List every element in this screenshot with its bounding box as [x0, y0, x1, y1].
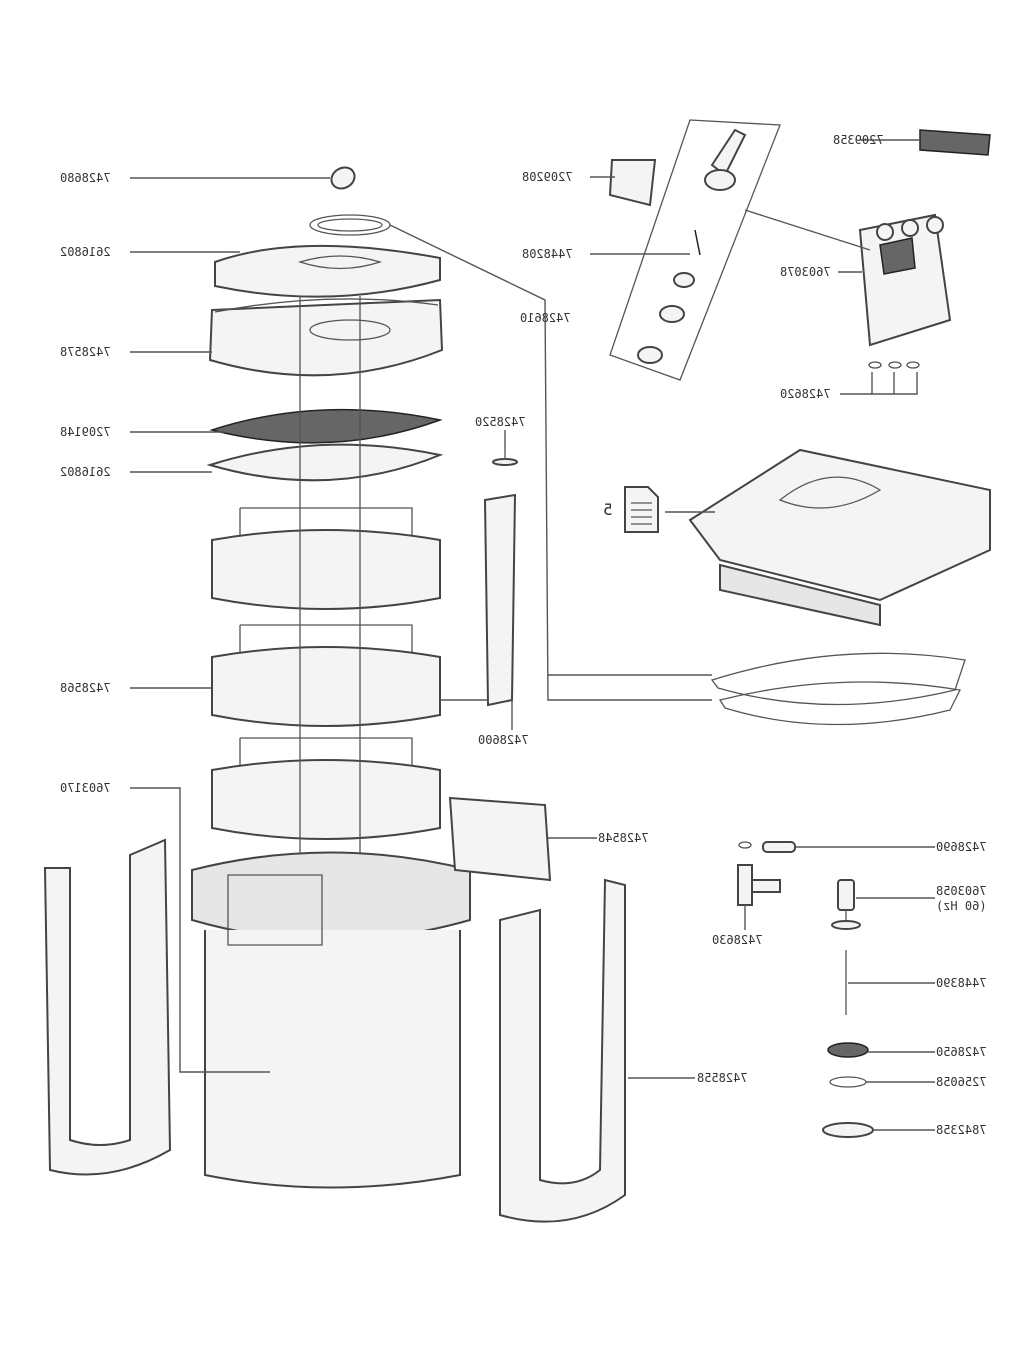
- lid-seal-ring: [309, 214, 391, 236]
- label-7603058: 7603058: [936, 884, 987, 898]
- valve-block-7603078: [858, 213, 952, 347]
- basket-1: [211, 507, 441, 610]
- o-ring-7256058: [829, 1076, 867, 1088]
- label-7209148: 7209148: [60, 425, 111, 439]
- label-7428650: 7428650: [936, 1045, 987, 1059]
- label-7603170: 7603170: [60, 781, 111, 795]
- basket-3: [211, 737, 441, 840]
- bracket-7209208: [608, 159, 657, 207]
- impeller-cover-7428630: [827, 1042, 869, 1058]
- ring-part-7428680: [330, 166, 356, 190]
- label-7428558: 7428558: [697, 1071, 748, 1085]
- pin-7428690: [738, 841, 796, 853]
- label-7842358: 7842358: [936, 1123, 987, 1137]
- disk-7428520: [492, 450, 518, 466]
- label-7448208: 7448208: [522, 247, 573, 261]
- handle-right-7428558: [499, 878, 626, 1223]
- label-7428568: 7428568: [60, 681, 111, 695]
- filter-pad-7209148: [209, 408, 443, 444]
- document-icon: [624, 486, 659, 533]
- basket-2: [211, 624, 441, 727]
- label-7603078: 7603078: [780, 265, 831, 279]
- label-7428548: 7428548: [598, 831, 649, 845]
- handle-left: [43, 838, 172, 1176]
- label-7428690: 7428690: [936, 840, 987, 854]
- label-7209358: 7209358: [833, 133, 884, 147]
- tee-valve-7428880: [737, 864, 781, 906]
- gasket-seals: [710, 652, 966, 726]
- label-7428880: 7428630: [712, 933, 763, 947]
- filter-pad-2616802: [206, 443, 444, 482]
- label-7428578: 7428578: [60, 345, 111, 359]
- cover-7428548: [448, 796, 552, 882]
- lid-plate-2616802: [214, 244, 441, 298]
- connector-parts-strip: [609, 119, 781, 381]
- label-60hz: (60 Hz): [936, 899, 987, 913]
- pump-head: [688, 448, 991, 627]
- label-7428520: 7428520: [475, 415, 526, 429]
- tube-7428600: [483, 493, 517, 707]
- label-7428680: 7428680: [60, 171, 111, 185]
- label-7428610: 7428610: [520, 311, 571, 325]
- label-7209208: 7209208: [522, 170, 573, 184]
- small-rings-7428620: [868, 361, 920, 369]
- leader-lines: [130, 139, 935, 1131]
- tray-part-7428578: [208, 298, 444, 377]
- ring-7842358: [822, 1122, 874, 1138]
- label-doc-number: 5: [603, 500, 613, 519]
- label-2616802-lid: 2616802: [60, 245, 111, 259]
- canister-body-7603170: [191, 851, 471, 1189]
- label-7428600: 7428600: [478, 733, 529, 747]
- label-7448390: 7448390: [936, 976, 987, 990]
- label-2616802-pad: 2616802: [60, 465, 111, 479]
- label-7256058: 7256058: [936, 1075, 987, 1089]
- impeller-7603058: [831, 879, 861, 930]
- connector-7209358: [919, 129, 991, 156]
- label-7428620: 7428620: [780, 387, 831, 401]
